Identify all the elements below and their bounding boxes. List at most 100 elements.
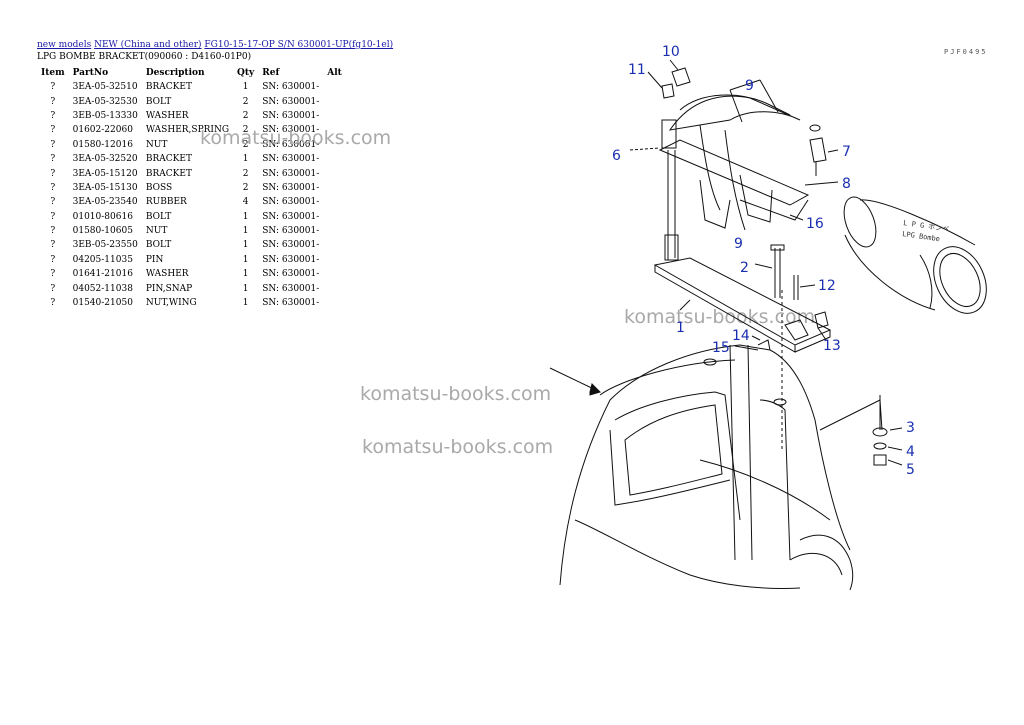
callout-9: 9 [745, 78, 754, 94]
bombe-outline [859, 199, 976, 246]
table-row: ? 3EB-05-13330 WASHER 2 SN: 630001- [37, 109, 351, 123]
callout-15: 15 [712, 340, 730, 356]
callout-7: 7 [842, 144, 851, 160]
cradle-band [668, 95, 801, 131]
ref-cell: SN: 630001- [262, 168, 320, 179]
watermark: komatsu-books.com [360, 383, 552, 405]
header-alt: Alt [327, 68, 342, 78]
ref-cell: SN: 630001- [262, 240, 320, 251]
ref-cell: SN: 630001- [262, 110, 320, 121]
qty-cell: 2 [242, 139, 249, 150]
leader-line [754, 263, 773, 269]
bolt-head [671, 67, 691, 87]
parts-table: Item PartNo Description Qty Ref Alt ? 3EA… [37, 66, 351, 310]
ref-cell: SN: 630001- [262, 226, 320, 237]
partno-cell: 3EA-05-15120 [72, 168, 138, 179]
qty-cell: 2 [242, 125, 249, 136]
callout-8: 8 [842, 176, 851, 192]
support-post [667, 150, 676, 260]
snap-pin [757, 339, 771, 351]
item-cell: ? [50, 211, 56, 222]
item-cell: ? [50, 197, 56, 208]
callout-14: 14 [732, 328, 750, 344]
mount-hole [773, 398, 787, 406]
item-cell: ? [50, 182, 56, 193]
spring-washer [873, 442, 887, 450]
ref-cell: SN: 630001- [262, 154, 320, 165]
callout-6: 6 [612, 148, 621, 164]
partno-cell: 3EB-05-13330 [72, 110, 138, 121]
table-header-row: Item PartNo Description Qty Ref Alt [37, 66, 351, 80]
cradle-band [724, 129, 746, 231]
bombe-outline [844, 234, 936, 311]
partno-cell: 3EB-05-23550 [72, 240, 138, 251]
partno-cell: 3EA-05-15130 [72, 182, 138, 193]
item-cell: ? [50, 110, 56, 121]
bracket-plate-edge [654, 265, 796, 353]
qty-cell: 4 [242, 197, 249, 208]
breadcrumb-link-model[interactable]: FG10-15-17-OP S/N 630001-UP(fg10-1el) [204, 40, 394, 50]
description-cell: BOSS [145, 182, 173, 193]
ref-cell: SN: 630001- [262, 269, 320, 280]
ref-cell: SN: 630001- [262, 139, 320, 150]
arrow-head [589, 383, 601, 396]
item-cell: ? [50, 283, 56, 294]
guard-post [747, 344, 753, 561]
cab-outline [559, 344, 851, 586]
ref-cell: SN: 630001- [262, 82, 320, 93]
cradle-frame [658, 139, 810, 206]
item-cell: ? [50, 269, 56, 280]
nut [873, 454, 887, 466]
description-cell: NUT,WING [145, 298, 197, 309]
watermark: komatsu-books.com [624, 306, 816, 328]
ref-cell: SN: 630001- [262, 182, 320, 193]
description-cell: WASHER [145, 110, 189, 121]
guard-rail [819, 399, 881, 431]
partno-cell: 04205-11035 [72, 254, 133, 265]
callout-13: 13 [823, 338, 841, 354]
breadcrumb-link-new-models[interactable]: new models [37, 40, 92, 50]
qty-cell: 2 [242, 110, 249, 121]
qty-cell: 2 [242, 182, 249, 193]
callout-1: 1 [676, 320, 685, 336]
breadcrumb-link-region[interactable]: NEW (China and other) [94, 40, 202, 50]
qty-cell: 1 [242, 254, 249, 265]
cradle-rubber [699, 179, 731, 229]
cab-window-inner [624, 404, 723, 496]
table-row: ? 3EA-05-15130 BOSS 2 SN: 630001- [37, 181, 351, 195]
callout-4: 4 [906, 444, 915, 460]
description-cell: NUT [145, 226, 168, 237]
qty-cell: 2 [242, 96, 249, 107]
ref-cell: SN: 630001- [262, 211, 320, 222]
qty-cell: 1 [242, 211, 249, 222]
ref-cell: SN: 630001- [262, 125, 320, 136]
partno-cell: 3EA-05-23540 [72, 197, 138, 208]
callout-16: 16 [806, 216, 824, 232]
leader-line [804, 181, 839, 186]
item-cell: ? [50, 125, 56, 136]
header-ref: Ref [262, 68, 280, 78]
clamp [809, 137, 827, 163]
item-cell: ? [50, 139, 56, 150]
ref-cell: SN: 630001- [262, 96, 320, 107]
drawing-code: PJF0495 [944, 48, 988, 56]
description-cell: BRACKET [145, 168, 192, 179]
bombe-end [843, 196, 877, 248]
header-description: Description [145, 68, 205, 78]
leader-line [647, 59, 679, 89]
header-item: Item [41, 68, 65, 78]
description-cell: PIN,SNAP [145, 283, 193, 294]
support-post-pin [664, 234, 679, 261]
watermark: komatsu-books.com [200, 127, 392, 149]
ref-cell: SN: 630001- [262, 283, 320, 294]
cab-roof-line [599, 359, 736, 396]
ref-cell: SN: 630001- [262, 298, 320, 309]
item-cell: ? [50, 154, 56, 165]
